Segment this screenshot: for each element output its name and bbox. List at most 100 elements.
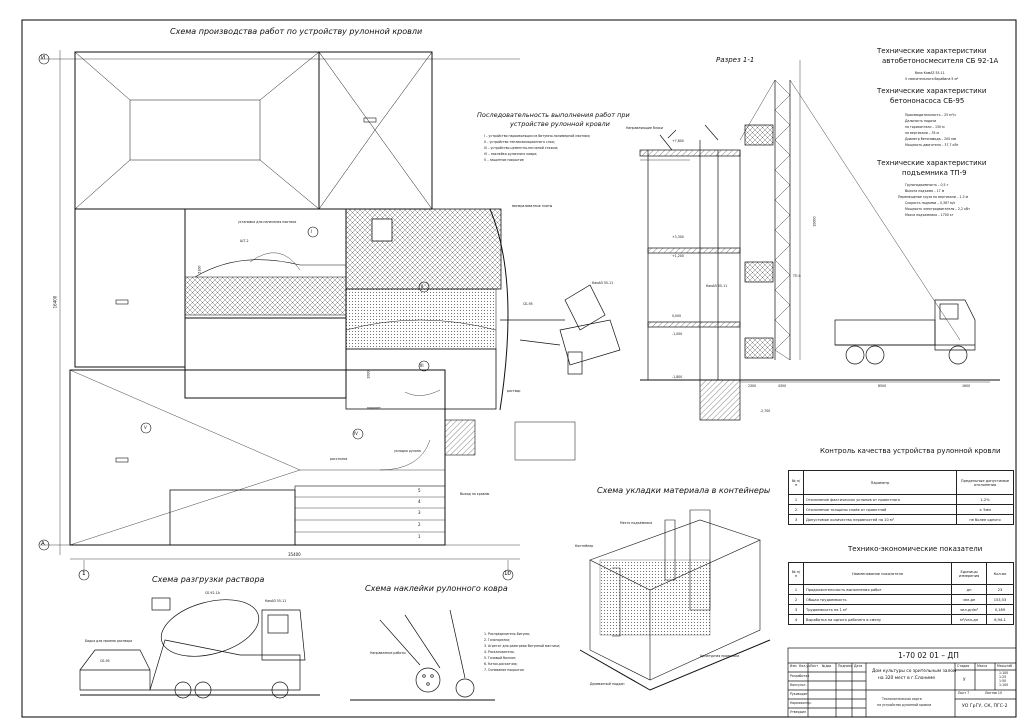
spec-2-title-1: Технические характеристики [877, 87, 987, 95]
quality-cell: ± 5мм [956, 504, 1014, 515]
step-2: 2 [418, 522, 421, 527]
spec-3-line-3: Перемещение груза по вертикали – 1,3 м [898, 195, 968, 199]
economics-cell: Продолжительность выполнения работ [803, 584, 952, 595]
section-dim-0: 2300 [748, 384, 757, 388]
dim-2000: 2000 [366, 370, 371, 379]
quality-cell: Отклонение толщины слоёв от проектной [803, 504, 957, 515]
containers-label-4: Арматурная проволока [700, 654, 740, 658]
stamp-role-2: Руководит. [790, 692, 809, 696]
economics-cell: 23 [986, 584, 1014, 595]
section-title: Разрез 1-1 [716, 56, 755, 64]
spec-2-line-6: Мощность двигателя – 37,7 кВт [905, 143, 959, 147]
unloading-label-2: КамАЗ 55-11 [265, 599, 287, 603]
stamp-project-line1: Дом культуры со зрительным залом [872, 669, 957, 674]
label-kran: КамАЗ 55-11 [592, 281, 614, 285]
quality-header-param: Параметр [803, 470, 957, 495]
stamp-sheet-title-line1: Технологическая карта [882, 697, 922, 701]
stamp-sheets: Листов 10 [985, 691, 1002, 695]
stamp-header-1: Кол.уч [799, 664, 811, 668]
quality-cell: Отклонение фактических уклонов от проект… [803, 494, 957, 505]
plan-dim-width: 35400 [288, 552, 301, 557]
sequence-item-4: IV – наклейка рулонного ковра; [484, 152, 538, 156]
gluing-legend-4: 4. Раскатыватель; [484, 650, 515, 654]
economics-header-unit: Единицы измерения [951, 562, 987, 585]
section-label-2: ТП-9 [793, 274, 801, 278]
economics-cell: Общая трудоемкость [803, 594, 952, 605]
spec-1-line-1: база КамАЗ 55-11 [915, 71, 945, 75]
stamp-role-4: Утвердил [790, 710, 806, 714]
stamp-header-0: Изм [790, 664, 797, 668]
axis-right-number: 10 [504, 571, 511, 577]
axis-bottom-label: А [41, 541, 45, 547]
label-ustanovka: установка для нанесения мастики [238, 220, 297, 224]
quality-cell: 1 [788, 494, 804, 505]
spec-3-line-6: Масса подъемника – 1700 кг [905, 213, 954, 217]
economics-cell: 2 [788, 594, 804, 605]
spec-1-title-2: автобетоносмесителя СБ 92-1А [882, 57, 999, 65]
spec-3-line-2: Высота подъема – 17 м [905, 189, 945, 193]
roof-plan [38, 50, 520, 581]
containers-label-2: Контейнер [575, 544, 594, 548]
stamp-stage-header: Стадия [957, 664, 970, 668]
step-5: 5 [418, 488, 421, 493]
economics-cell: 6,94-1 [986, 614, 1014, 625]
plan-dim-height: 16400 [52, 295, 58, 309]
axis-left-number: 1 [82, 571, 86, 577]
unloading-label-4: СБ-95 [100, 659, 110, 663]
sequence-item-3: III – устройство цементно-песчаной стяжк… [484, 146, 559, 150]
spec-3-line-1: Грузоподъемность – 0,5 т [905, 183, 949, 187]
section-mark-0: +7,800 [672, 139, 684, 143]
stamp-scale-header: Масштаб [997, 664, 1013, 668]
label-rastvor: раствор [507, 389, 521, 393]
quality-cell: не более одного [956, 514, 1014, 525]
label-sb: СБ-95 [523, 302, 533, 306]
stamp-mass-header: Масса [977, 664, 988, 668]
title-block [787, 647, 1017, 718]
unloading-label-3: Бадья для приема раствора [85, 639, 133, 643]
spec-2-line-1: Производительность – 25 м³/ч [905, 113, 956, 117]
label-rasstilka: расстилка [330, 457, 348, 461]
section-mark-4: -1,000 [672, 332, 683, 336]
spec-3-title-1: Технические характеристики [877, 159, 987, 167]
stamp-header-5: Дата [854, 664, 863, 668]
section-mark-5: -1,800 [672, 375, 683, 379]
stamp-sheet-title-line2: на устройство рулонной кровли [877, 703, 932, 707]
spec-2-line-3: по горизонтали – 150 м [905, 125, 945, 129]
step-4: 4 [418, 499, 421, 504]
economics-header-name: Наименование показателя [803, 562, 952, 585]
economics-cell: 4 [788, 614, 804, 625]
gluing-legend-5: 5. Газовый баллон; [484, 656, 517, 660]
stamp-code: 1-70 02 01 – ДП [898, 651, 959, 660]
zone-label-5: V [144, 425, 147, 430]
unloading-label-1: СБ 92-1А [205, 591, 220, 595]
containers-label-1: Место подъёмника [620, 521, 653, 525]
quality-cell: 2 [788, 504, 804, 515]
economics-table: № п/п Наименование показателя Единицы из… [788, 562, 1014, 625]
containers-label-3: Деревянный поддон [590, 682, 625, 686]
sequence-title-line2: устройстве рулонной кровли [510, 120, 610, 128]
section-dim-1: 4300 [778, 384, 787, 388]
economics-cell: Трудоемкость на 1 м² [803, 604, 952, 615]
stamp-header-2: Лист [810, 664, 819, 668]
stamp-scale-2: 1:50 [999, 679, 1007, 683]
stamp-role-3: Нормоконтр. [790, 701, 812, 705]
economics-cell: 153,53 [986, 594, 1014, 605]
quality-cell: Допустимое количество неровностей на 10 … [803, 514, 957, 525]
sequence-item-1: I – устройство пароизоляции из битумно-п… [484, 134, 591, 138]
gluing-legend-1: 1. Распределитель битума; [484, 632, 530, 636]
section-mark-6: -2,700 [760, 409, 771, 413]
spec-1-title-1: Технические характеристики [877, 47, 987, 55]
gluing-title: Схема наклейки рулонного ковра [365, 584, 508, 593]
section-label-0: Направляющие блоки [626, 126, 663, 130]
quality-table: № п/п Параметр Предельные допустимые отк… [788, 470, 1014, 525]
step-1: 1 [418, 534, 421, 539]
gluing-legend-6: 6. Каток-раскатчик; [484, 662, 518, 666]
quality-title: Контроль качества устройства рулонной кр… [820, 447, 1001, 455]
axis-top-label: И [41, 55, 46, 61]
stamp-header-4: Подпись [838, 664, 853, 668]
